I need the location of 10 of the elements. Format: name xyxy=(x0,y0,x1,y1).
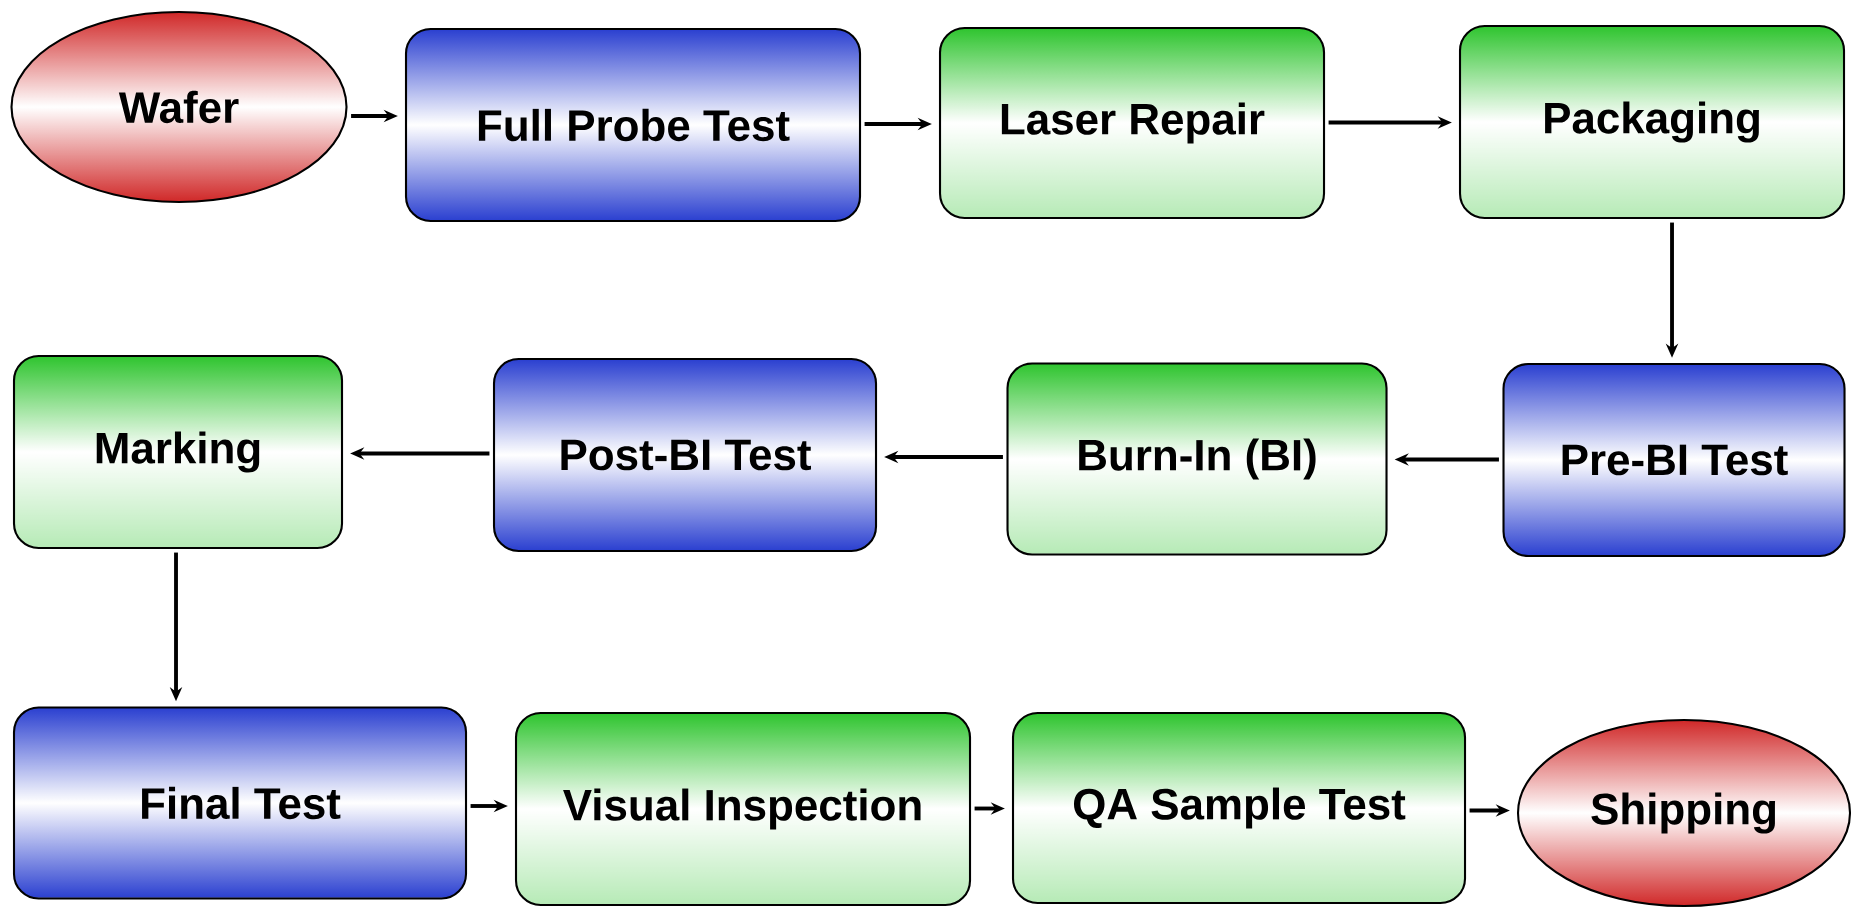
process-box: Packaging xyxy=(1458,24,1846,220)
process-box: Pre-BI Test xyxy=(1502,362,1846,558)
process-box: Laser Repair xyxy=(938,26,1326,220)
process-box: Marking xyxy=(12,354,344,550)
process-box: Full Probe Test xyxy=(404,27,862,223)
process-box: Burn-In (BI) xyxy=(1006,362,1388,556)
process-box: Post-BI Test xyxy=(492,357,878,553)
process-box: Final Test xyxy=(12,706,468,900)
process-box: QA Sample Test xyxy=(1011,711,1467,905)
process-box: Visual Inspection xyxy=(514,711,972,907)
